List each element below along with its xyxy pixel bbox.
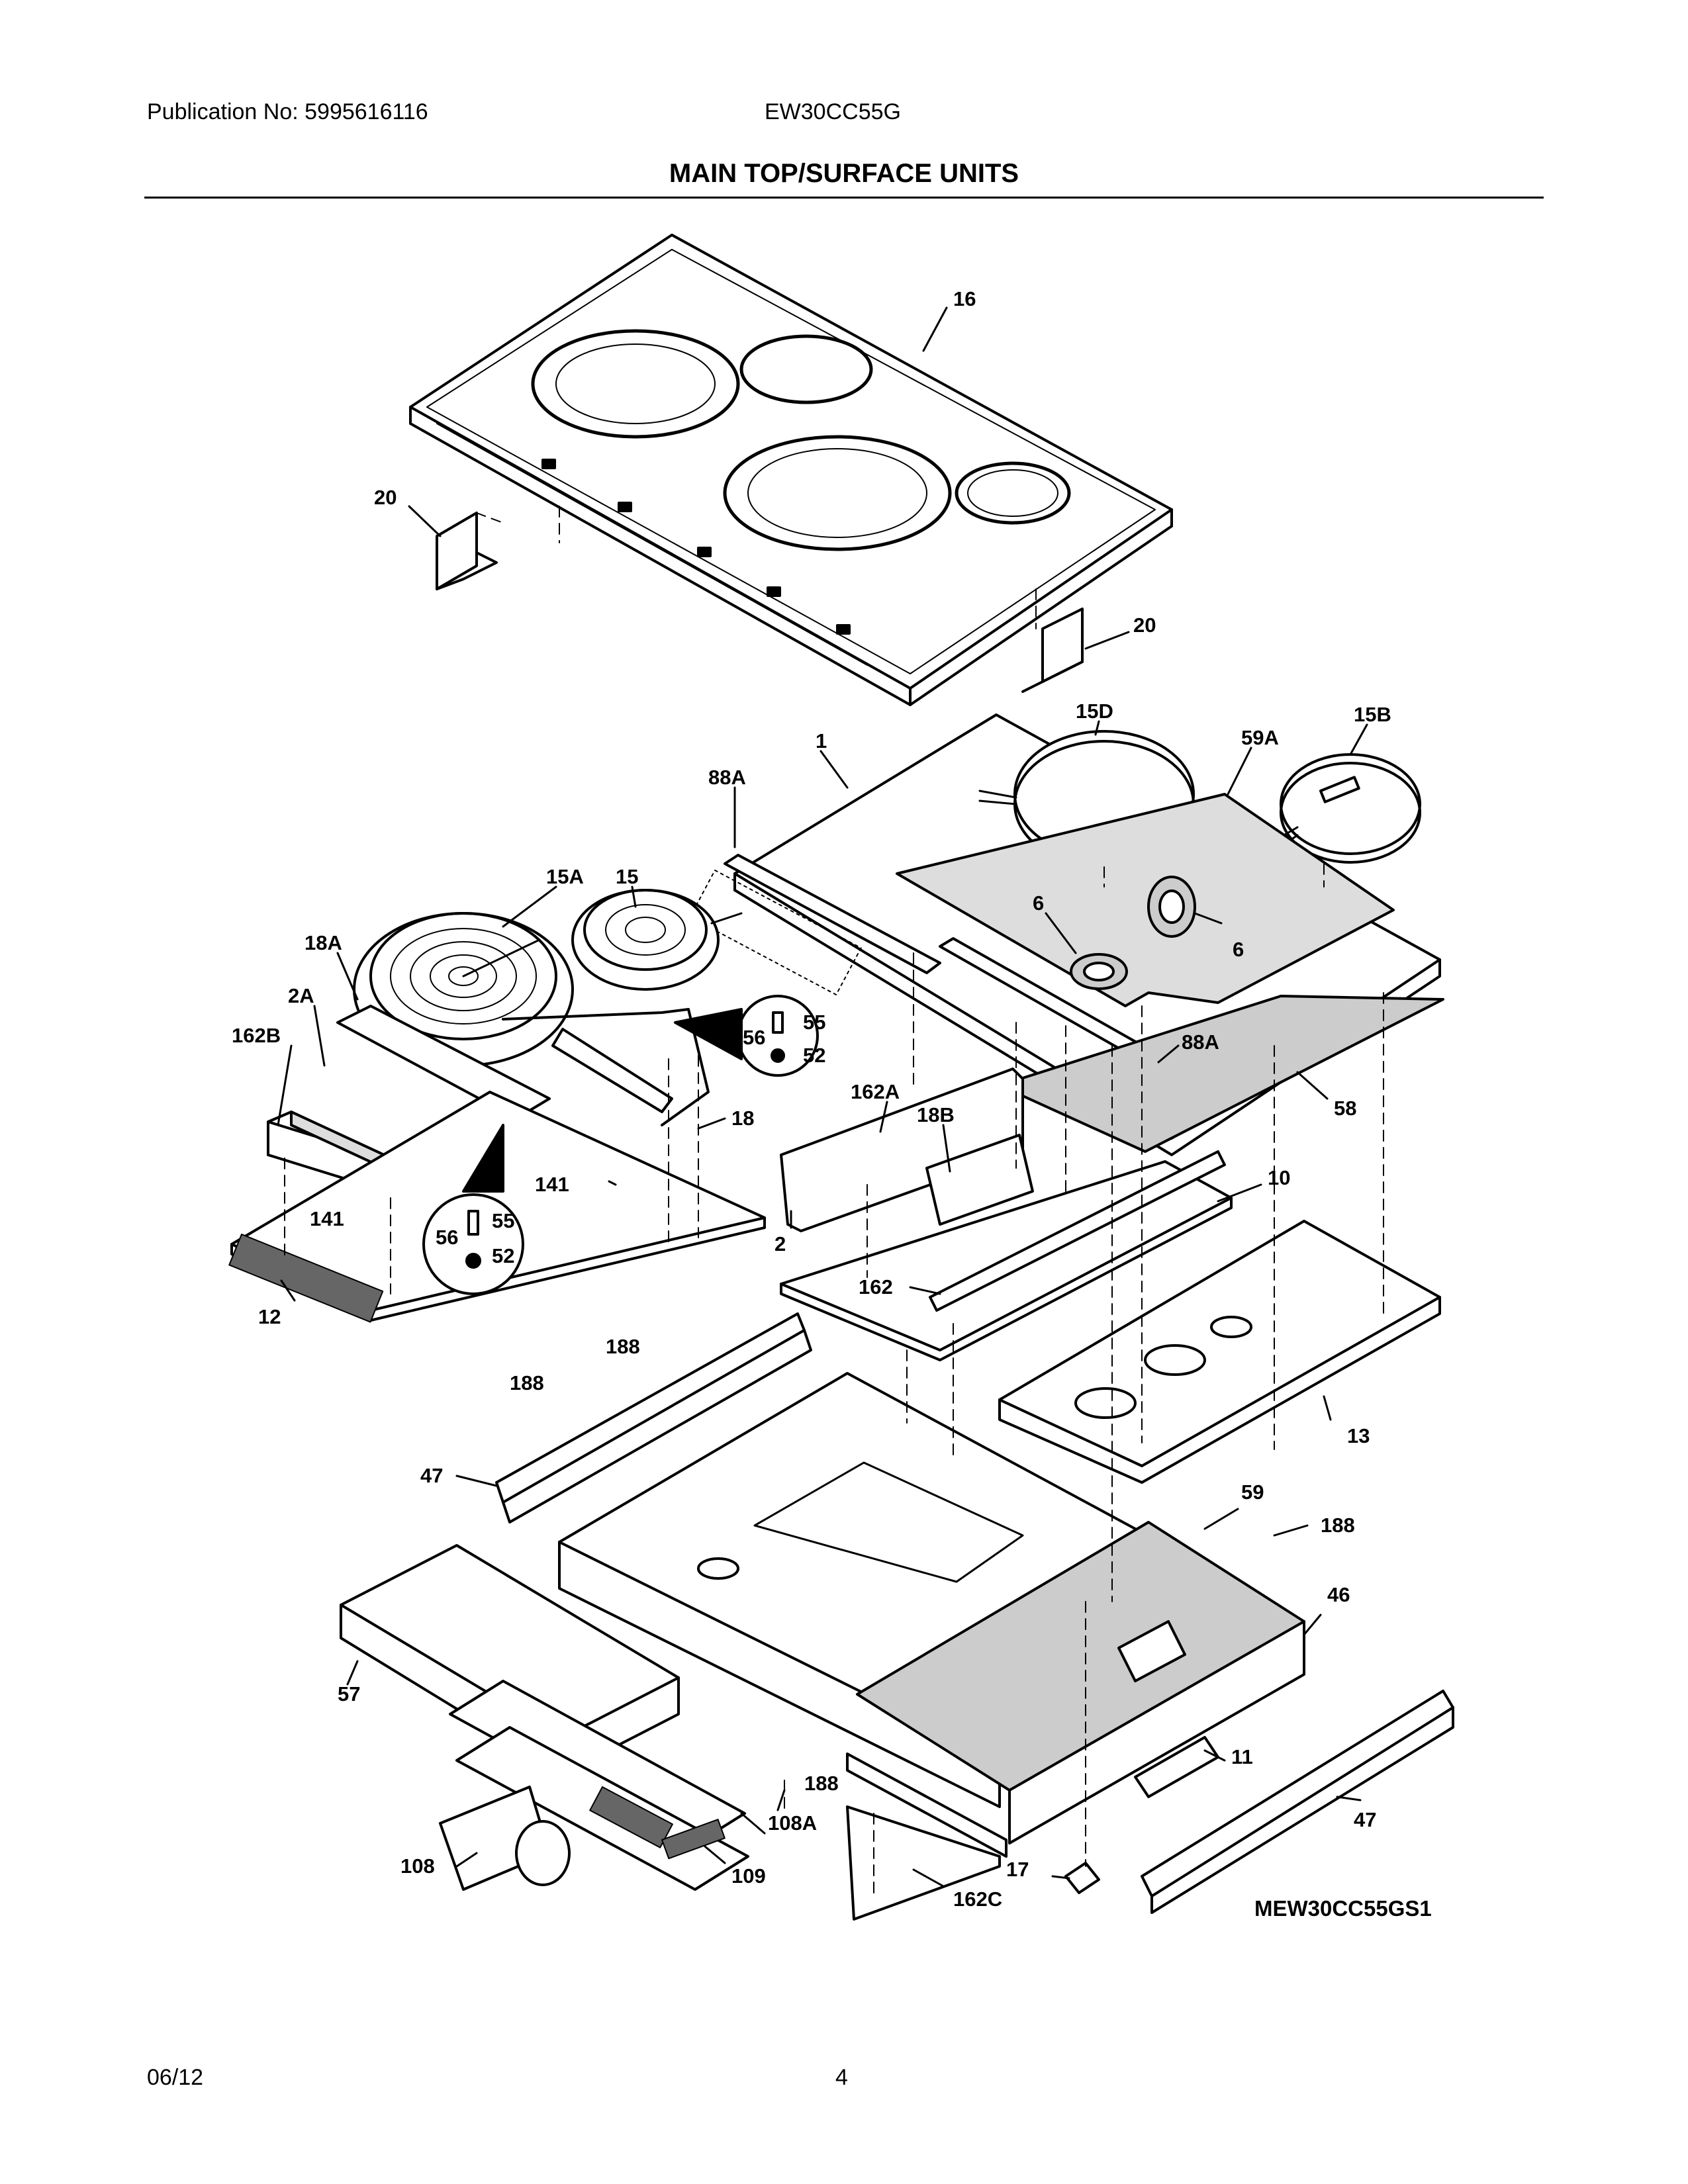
label-15: 15 xyxy=(616,865,638,888)
label-188-b: 188 xyxy=(510,1371,544,1394)
label-2A: 2A xyxy=(288,984,314,1007)
rail-47-left xyxy=(495,1312,812,1524)
label-10: 10 xyxy=(1268,1166,1290,1189)
label-188-d: 188 xyxy=(804,1772,839,1795)
label-162A: 162A xyxy=(851,1080,900,1103)
label-6-right: 6 xyxy=(1233,938,1244,961)
label-59: 59 xyxy=(1241,1480,1264,1504)
grommet-6-left xyxy=(1070,953,1128,990)
label-57: 57 xyxy=(338,1682,360,1706)
label-88A-bottom: 88A xyxy=(1182,1030,1219,1054)
label-13: 13 xyxy=(1347,1424,1370,1447)
part-labels: 16 20 20 15D 15B 59A 1 88A 6 6 88A 58 15… xyxy=(232,287,1432,1921)
rail-47-right xyxy=(1141,1690,1454,1914)
label-58: 58 xyxy=(1334,1097,1356,1120)
insulation-59A xyxy=(896,793,1395,1007)
label-18A: 18A xyxy=(305,931,342,954)
leader-lines xyxy=(277,306,1368,1888)
label-56-top: 56 xyxy=(743,1026,765,1049)
publication-number: Publication No: 5995616116 xyxy=(147,99,428,124)
element-bracket-18A xyxy=(336,1005,551,1120)
bracket-18B xyxy=(925,1134,1034,1226)
model-number: EW30CC55G xyxy=(765,99,901,124)
label-47-left: 47 xyxy=(420,1464,443,1487)
housing-46 xyxy=(846,1620,1305,1858)
fastener-callout-bottom xyxy=(422,1124,524,1295)
label-15D: 15D xyxy=(1076,700,1113,723)
bracket-20-right xyxy=(1021,608,1084,693)
label-188-c: 188 xyxy=(1321,1514,1355,1537)
cooktop-glass-16 xyxy=(409,234,1173,706)
label-6-left: 6 xyxy=(1033,891,1044,915)
label-141-right: 141 xyxy=(535,1173,569,1196)
assembly-guide-lines xyxy=(284,506,1384,1900)
footer-date: 06/12 xyxy=(147,2065,204,2090)
clip-17 xyxy=(1064,1862,1100,1894)
label-20-left: 20 xyxy=(374,486,397,509)
diagram-reference: MEW30CC55GS1 xyxy=(1254,1896,1432,1921)
label-46: 46 xyxy=(1327,1583,1350,1606)
label-108A: 108A xyxy=(768,1811,817,1835)
label-162: 162 xyxy=(859,1275,893,1298)
label-20-right: 20 xyxy=(1133,614,1156,637)
grommet-6-right xyxy=(1147,876,1196,938)
label-59A: 59A xyxy=(1241,726,1279,749)
label-55-top: 55 xyxy=(803,1011,825,1034)
label-2: 2 xyxy=(774,1232,786,1255)
coil-element-15 xyxy=(571,889,743,991)
label-18: 18 xyxy=(731,1107,754,1130)
label-1: 1 xyxy=(816,729,827,752)
blower-108 xyxy=(439,1786,571,1891)
label-17: 17 xyxy=(1006,1858,1029,1881)
insulation-58 xyxy=(998,995,1444,1153)
label-15B: 15B xyxy=(1354,703,1391,726)
label-55-bottom: 55 xyxy=(492,1209,514,1232)
base-plate-10 xyxy=(780,1150,1233,1361)
page-title: MAIN TOP/SURFACE UNITS xyxy=(669,159,1019,188)
element-bracket-18 xyxy=(502,1008,710,1126)
label-47-right: 47 xyxy=(1354,1808,1376,1831)
page-number: 4 xyxy=(835,2065,848,2090)
label-188-a: 188 xyxy=(606,1335,640,1358)
label-141-left: 141 xyxy=(310,1207,344,1230)
label-12: 12 xyxy=(258,1305,281,1328)
label-18B: 18B xyxy=(917,1103,955,1126)
label-162B: 162B xyxy=(232,1024,281,1047)
header-rule xyxy=(144,197,1544,199)
label-109: 109 xyxy=(731,1864,766,1888)
label-52-bottom: 52 xyxy=(492,1244,514,1267)
label-52-top: 52 xyxy=(803,1044,825,1067)
bracket-20-left xyxy=(436,512,504,590)
panel-162C xyxy=(846,1805,1001,1921)
label-15A: 15A xyxy=(546,865,584,888)
grille-109 xyxy=(661,1819,726,1860)
label-108: 108 xyxy=(400,1854,435,1878)
fastener-callout-top xyxy=(674,995,819,1077)
label-88A-top: 88A xyxy=(708,766,746,789)
tray-13 xyxy=(998,1220,1441,1484)
label-11: 11 xyxy=(1231,1745,1253,1768)
insulation-pad-59 xyxy=(856,1521,1305,1792)
label-16: 16 xyxy=(953,287,976,310)
label-162C: 162C xyxy=(953,1888,1002,1911)
label-56-bottom: 56 xyxy=(436,1226,458,1249)
